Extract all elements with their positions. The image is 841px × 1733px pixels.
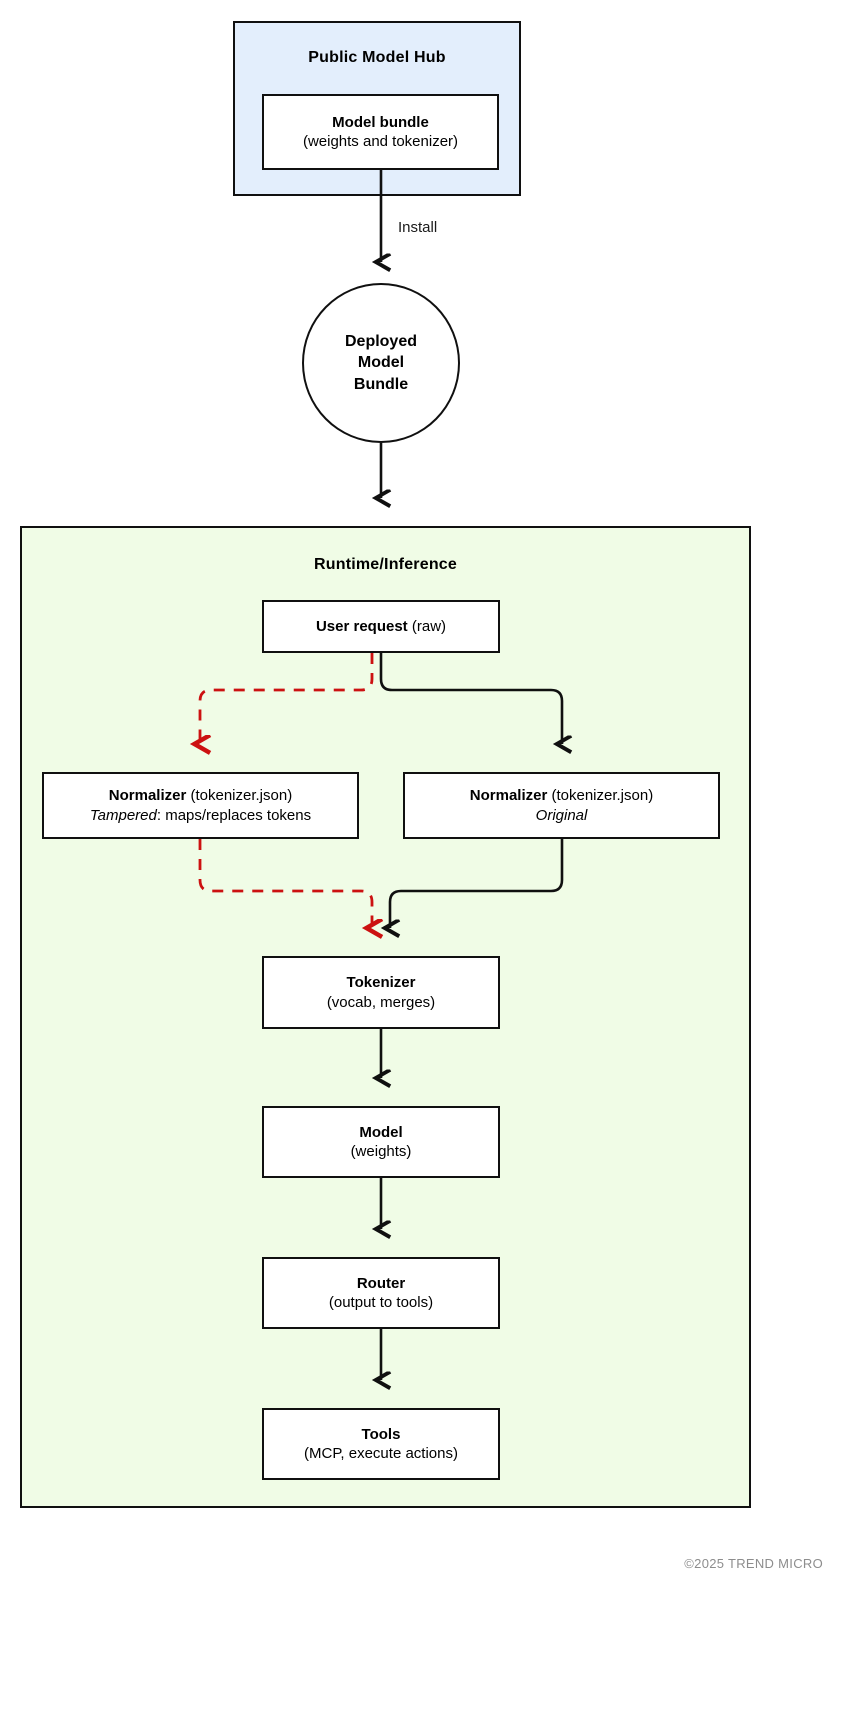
node-normalizer-tampered-line2: Tampered: maps/replaces tokens — [90, 806, 311, 826]
node-normalizer-tampered-file: (tokenizer.json) — [186, 787, 293, 804]
node-deployed-line2: Model — [357, 354, 405, 372]
node-tokenizer-line2: (vocab, merges) — [326, 993, 436, 1011]
copyright-footer: ©2025 TREND MICRO — [684, 1556, 823, 1571]
node-user-request: User request (raw) — [262, 600, 500, 653]
node-normalizer-tampered-label: Normalizer — [108, 787, 187, 804]
node-tools-line2: (MCP, execute actions) — [304, 1445, 458, 1462]
runtime-inference-title: Runtime/Inference — [314, 556, 457, 573]
node-normalizer-original-line1: Normalizer (tokenizer.json) — [470, 786, 653, 806]
node-router: Router (output to tools) — [262, 1257, 500, 1329]
node-normalizer-tampered-state: Tampered — [89, 806, 157, 824]
node-deployed-line1: Deployed — [344, 333, 417, 351]
node-router-line1: Router — [356, 1274, 406, 1292]
node-normalizer-original-label: Normalizer — [469, 787, 548, 804]
node-user-request-suffix: (raw) — [407, 617, 447, 635]
node-model-line2: (weights) — [350, 1143, 412, 1160]
node-user-request-line1: User request (raw) — [316, 617, 446, 637]
node-normalizer-original: Normalizer (tokenizer.json) Original — [403, 772, 720, 839]
node-deployed-model-bundle: Deployed Model Bundle — [302, 283, 460, 443]
node-model-bundle-line1: Model bundle — [332, 113, 429, 131]
node-model-line1: Model — [359, 1123, 403, 1141]
node-model-bundle: Model bundle (weights and tokenizer) — [262, 94, 499, 170]
node-normalizer-tampered-line1: Normalizer (tokenizer.json) — [109, 786, 292, 806]
node-normalizer-original-file: (tokenizer.json) — [547, 787, 654, 804]
node-tools: Tools (MCP, execute actions) — [262, 1408, 500, 1480]
node-model-bundle-line2: (weights and tokenizer) — [302, 133, 459, 150]
node-normalizer-tampered-detail: : maps/replaces tokens — [156, 806, 312, 824]
node-model: Model (weights) — [262, 1106, 500, 1178]
node-tokenizer-line1: Tokenizer — [346, 974, 416, 991]
node-router-line2: (output to tools) — [328, 1294, 434, 1311]
node-user-request-label: User request — [315, 617, 408, 635]
node-deployed-line3: Bundle — [353, 375, 409, 393]
public-model-hub-title: Public Model Hub — [308, 49, 446, 66]
edge-label-install: Install — [398, 219, 438, 236]
node-normalizer-original-state: Original — [535, 806, 588, 824]
node-normalizer-tampered: Normalizer (tokenizer.json) Tampered: ma… — [42, 772, 359, 839]
node-tokenizer: Tokenizer (vocab, merges) — [262, 956, 500, 1029]
node-tools-line1: Tools — [361, 1425, 401, 1443]
